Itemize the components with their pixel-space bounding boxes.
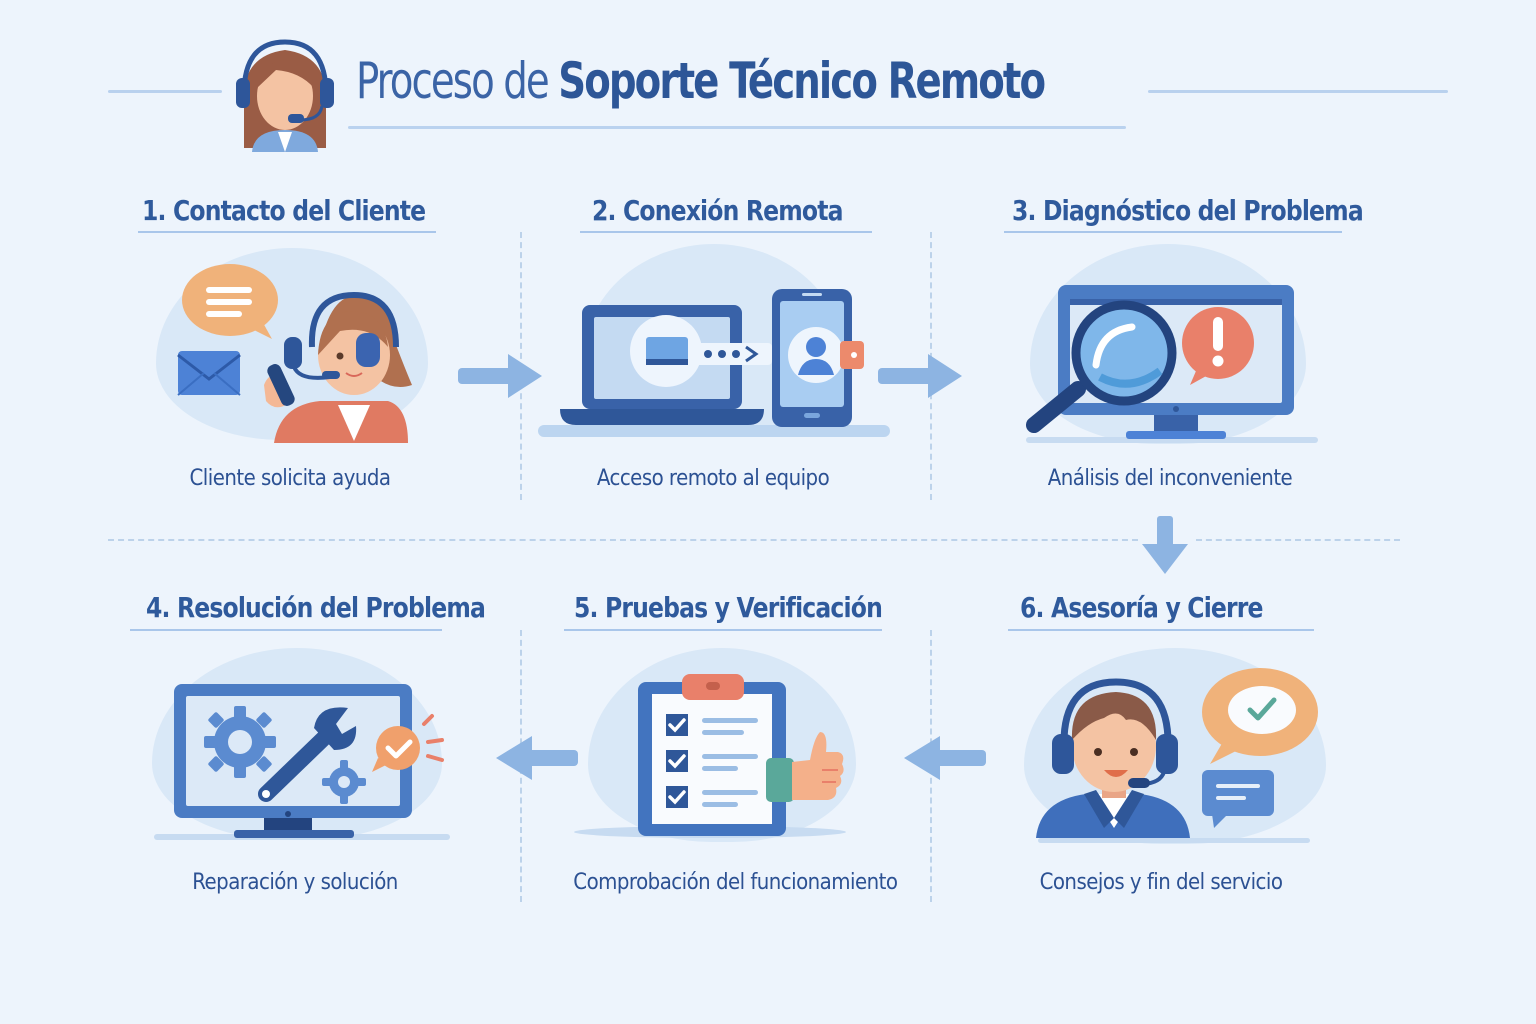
step-3-title: 3. Diagnóstico del Problema bbox=[1012, 194, 1364, 227]
step-1-caption: Cliente solicita ayuda bbox=[189, 466, 391, 491]
step-6-underline bbox=[1008, 629, 1314, 631]
step-6-caption: Consejos y fin del servicio bbox=[1039, 870, 1283, 895]
arrow-right-icon bbox=[878, 354, 962, 398]
laptop-phone-connection-icon bbox=[538, 289, 890, 437]
step-2-underline bbox=[580, 231, 872, 233]
divider-horizontal-left bbox=[108, 539, 1138, 541]
arrow-right-icon bbox=[458, 354, 542, 398]
step-3-caption: Análisis del inconveniente bbox=[1047, 466, 1293, 491]
agent-chat-check-icon bbox=[1036, 668, 1318, 843]
title-underline bbox=[348, 126, 1126, 129]
arrow-left-icon bbox=[904, 736, 986, 780]
step-5-underline bbox=[564, 629, 882, 631]
title-bold: Soporte Técnico Remoto bbox=[558, 52, 1046, 110]
header-rule-left bbox=[108, 90, 222, 93]
title-light: Proceso de bbox=[356, 52, 550, 110]
step-4-title: 4. Resolución del Problema bbox=[146, 591, 486, 624]
step-1-title: 1. Contacto del Cliente bbox=[142, 194, 426, 227]
step-1-underline bbox=[138, 231, 436, 233]
step-3-underline bbox=[1004, 231, 1342, 233]
header-rule-right bbox=[1148, 90, 1448, 93]
customer-call-headset-icon bbox=[177, 264, 412, 443]
step-2-title: 2. Conexión Remota bbox=[592, 194, 844, 227]
step-6-title: 6. Asesoría y Cierre bbox=[1020, 591, 1264, 624]
arrow-left-icon bbox=[496, 736, 578, 780]
clipboard-checklist-thumbs-up-icon bbox=[574, 674, 846, 838]
step-2-caption: Acceso remoto al equipo bbox=[596, 466, 830, 491]
step-4-underline bbox=[130, 629, 442, 631]
monitor-gears-wrench-icon bbox=[154, 684, 450, 840]
step-5-title: 5. Pruebas y Verificación bbox=[574, 591, 883, 624]
monitor-magnifier-alert-icon bbox=[1026, 285, 1318, 443]
step-4-caption: Reparación y solución bbox=[192, 870, 398, 895]
step-5-caption: Comprobación del funcionamiento bbox=[573, 870, 898, 895]
divider-horizontal-right bbox=[1196, 539, 1400, 541]
page-title: Proceso de Soporte Técnico Remoto bbox=[356, 52, 1046, 110]
support-agent-headset-icon bbox=[236, 39, 334, 152]
arrow-down-icon bbox=[1142, 516, 1188, 574]
